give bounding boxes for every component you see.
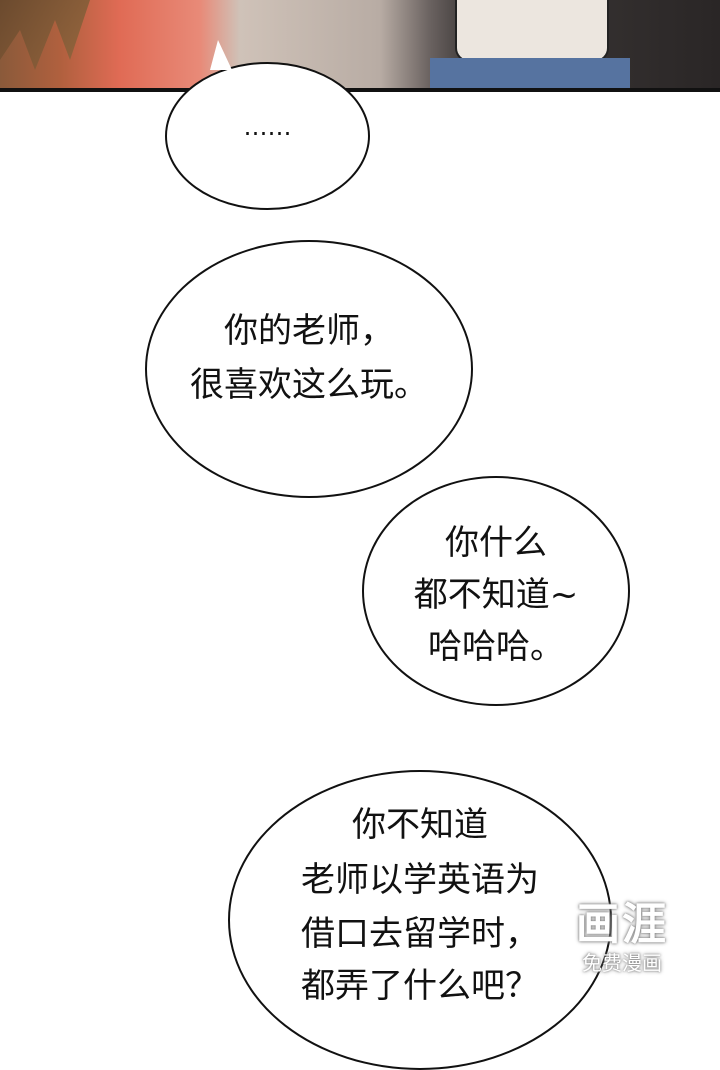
watermark-logo: 画涯 <box>576 899 668 950</box>
character-hair <box>0 0 90 70</box>
bubble-text: 你不知道 <box>352 805 488 845</box>
bubble-text: 哈哈哈。 <box>428 627 564 667</box>
speech-bubble-3: 你什么 都不知道~ 哈哈哈。 <box>362 476 630 706</box>
watermark-subtitle: 免费漫画 <box>582 951 662 975</box>
comic-panel-top <box>0 0 720 90</box>
bubble-tail <box>210 40 232 70</box>
bubble-text: 老师以学英语为 <box>301 860 539 900</box>
bubble-text: …… <box>243 113 292 141</box>
character-jeans <box>430 58 630 90</box>
panel-border <box>0 88 720 92</box>
bubble-text: 很喜欢这么玩。 <box>190 365 428 405</box>
speech-bubble-2: 你的老师， 很喜欢这么玩。 <box>145 240 473 498</box>
bubble-text: 都弄了什么吧？ <box>301 966 539 1006</box>
bubble-text: 借口去留学时， <box>301 914 539 954</box>
speech-bubble-4: 你不知道 老师以学英语为 借口去留学时， 都弄了什么吧？ <box>228 770 612 1070</box>
character-shirt <box>455 0 609 62</box>
bubble-text: 你什么 <box>445 523 547 563</box>
bubble-text: 都不知道~ <box>413 575 579 615</box>
watermark: 画涯 免费漫画 <box>562 900 682 976</box>
speech-bubble-1: …… <box>165 62 370 210</box>
bubble-text: 你的老师， <box>224 311 394 351</box>
